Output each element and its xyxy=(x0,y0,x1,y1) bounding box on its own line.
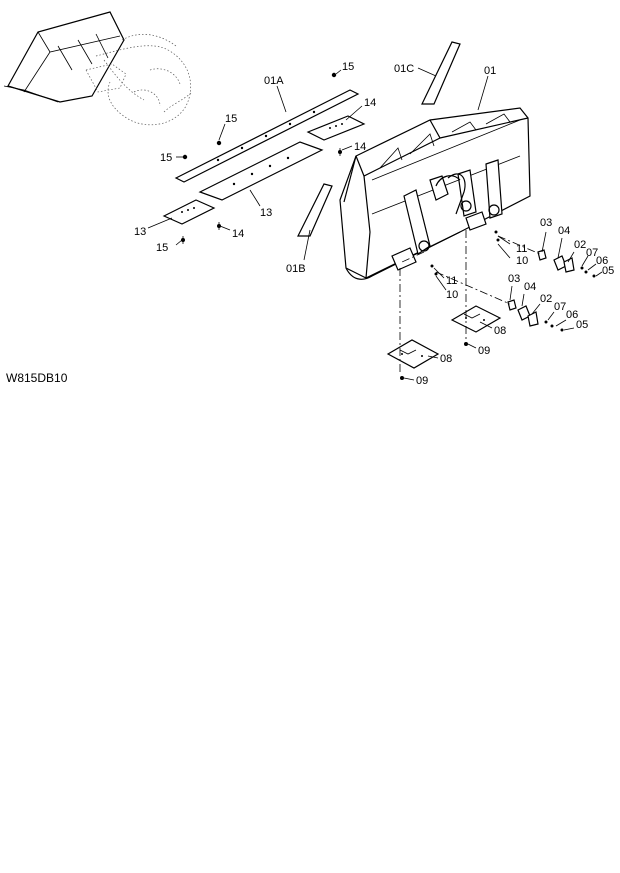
wear-plate-08-left xyxy=(386,339,440,369)
bolt-09-right xyxy=(464,342,468,346)
callout-05: 05 xyxy=(602,265,614,277)
callout-01B: 01B xyxy=(286,263,306,275)
callout-15: 15 xyxy=(160,152,172,164)
callout-08: 08 xyxy=(494,325,506,337)
callout-11: 11 xyxy=(516,243,527,255)
callout-07: 07 xyxy=(586,247,598,259)
callout-01A: 01A xyxy=(264,75,284,87)
callout-labels: 01A 15 14 15 14 15 13 13 14 15 01C 01 01… xyxy=(134,61,614,387)
drawing-code: W815DB10 xyxy=(6,371,68,385)
hardware-upper xyxy=(494,230,596,278)
side-edge-01C xyxy=(421,41,461,105)
callout-05: 05 xyxy=(576,319,588,331)
callout-07: 07 xyxy=(554,301,566,313)
callout-04: 04 xyxy=(558,225,570,237)
hardware-lower xyxy=(430,264,564,332)
leader-lines xyxy=(147,67,603,381)
end-bit-13-right xyxy=(306,115,366,141)
callout-12: 13 xyxy=(260,207,272,219)
nut-15-b xyxy=(216,140,222,146)
callout-06: 06 xyxy=(596,255,608,267)
bolt-14-a xyxy=(338,148,342,156)
overview-sketch xyxy=(3,11,193,126)
callout-14: 15 xyxy=(156,242,168,254)
callout-03: 03 xyxy=(540,217,552,229)
callout-15: 15 xyxy=(342,61,354,73)
callout-02: 02 xyxy=(540,293,552,305)
callout-13: 14 xyxy=(364,97,376,109)
callout-10: 10 xyxy=(446,289,458,301)
callout-10: 10 xyxy=(516,255,528,267)
bolt-14-c xyxy=(217,222,221,230)
bucket-01 xyxy=(339,107,531,280)
callout-11: 11 xyxy=(446,275,457,287)
wear-plate-08-right xyxy=(450,305,502,333)
callout-15: 15 xyxy=(225,113,237,125)
callout-08: 08 xyxy=(440,353,452,365)
cutting-edge-01A xyxy=(174,89,360,183)
callout-13: 13 xyxy=(134,226,146,238)
callout-09: 09 xyxy=(416,375,428,387)
callout-02: 02 xyxy=(574,239,586,251)
callout-09: 09 xyxy=(478,345,490,357)
bolt-09-left xyxy=(400,376,404,380)
callout-01: 01 xyxy=(484,65,496,77)
cutting-edge-12 xyxy=(198,141,324,201)
callout-06: 06 xyxy=(566,309,578,321)
callout-01C: 01C xyxy=(394,63,414,75)
assembly-lines xyxy=(399,230,541,374)
nut-15-c xyxy=(182,154,188,160)
end-bit-13-left xyxy=(162,199,216,225)
bolt-14-b xyxy=(181,236,185,244)
callout-04: 04 xyxy=(524,281,536,293)
side-edge-01B xyxy=(297,183,333,237)
callout-03: 03 xyxy=(508,273,520,285)
callout-14: 14 xyxy=(354,141,366,153)
nut-15-a xyxy=(331,72,337,78)
callout-14: 14 xyxy=(232,228,244,240)
